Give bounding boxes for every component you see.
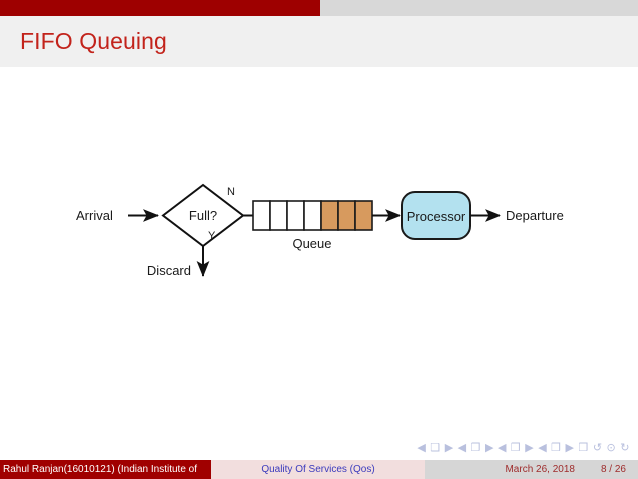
queue-cell	[303, 200, 322, 231]
fifo-queuing-diagram: Arrival Full? N Y Discard	[60, 177, 590, 292]
departure-label: Departure	[506, 208, 564, 223]
slide-footer: Rahul Ranjan(16010121) (Indian Institute…	[0, 460, 638, 479]
footer-author: Rahul Ranjan(16010121) (Indian Institute…	[0, 460, 211, 479]
branch-no-label: N	[227, 186, 235, 198]
footer-meta: March 26, 2018 8 / 26	[425, 460, 638, 479]
queue-label: Queue	[292, 236, 331, 251]
queue-cell	[252, 200, 271, 231]
queue-cell-filled	[320, 200, 339, 231]
queue-cells	[252, 200, 373, 231]
title-band	[0, 16, 638, 67]
header-bar-active	[0, 0, 320, 16]
beamer-navigation-symbols-icon[interactable]: ◀ ❑ ▶ ◀ ❐ ▶ ◀ ❒ ▶ ◀ ❒ ▶ ❒ ↺ ⊙ ↻	[417, 441, 630, 454]
decision-label: Full?	[189, 208, 217, 223]
queue-cell-filled	[337, 200, 356, 231]
slide-body: Arrival Full? N Y Discard	[0, 67, 638, 439]
footer-presentation-title: Quality Of Services (Qos)	[211, 460, 425, 479]
queue-cell-filled	[354, 200, 373, 231]
queue-cell	[286, 200, 305, 231]
page-title: FIFO Queuing	[20, 28, 167, 54]
processor-label: Processor	[407, 209, 466, 224]
discard-label: Discard	[147, 263, 191, 278]
footer-date: March 26, 2018	[505, 464, 575, 475]
footer-page-number: 8 / 26	[600, 464, 626, 475]
branch-yes-label: Y	[208, 230, 216, 242]
queue-cell	[269, 200, 288, 231]
arrival-label: Arrival	[76, 208, 113, 223]
